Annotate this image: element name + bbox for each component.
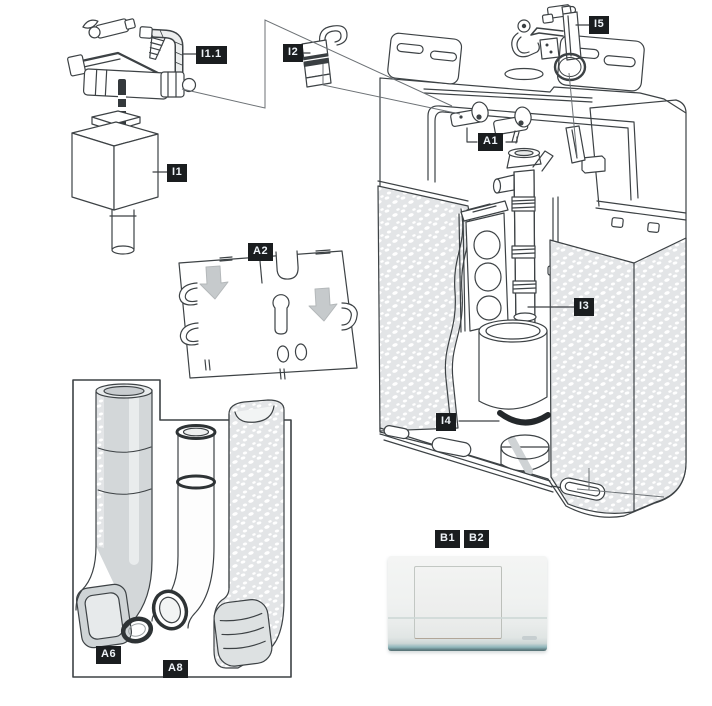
connector-lines — [181, 19, 665, 498]
part-label-a8: A8 — [163, 660, 189, 678]
part-label-i2: I2 — [283, 44, 304, 62]
part-label-i4: I4 — [436, 413, 457, 431]
label-leaders — [152, 24, 590, 422]
plate-logo-mark — [522, 636, 537, 640]
flush-plate-photo — [388, 556, 547, 651]
plate-shading-line — [388, 617, 547, 619]
part-label-b2: B2 — [464, 530, 490, 548]
tank-top-oval-hole — [504, 67, 544, 81]
flush-valve-illustration — [478, 147, 554, 475]
part-label-b1: B1 — [435, 530, 461, 548]
seal-ring — [120, 616, 154, 644]
part-label-i1: I1 — [167, 164, 188, 182]
hose-clip-illustration — [301, 25, 348, 88]
part-label-a1: A1 — [478, 133, 504, 151]
valve-seal — [497, 410, 551, 426]
group-frame — [72, 379, 292, 678]
part-label-i5: I5 — [589, 16, 610, 34]
flush-bend-set-illustration — [72, 379, 292, 678]
protection-plate-illustration — [178, 249, 358, 380]
part-label-a6: A6 — [96, 646, 122, 664]
part-label-a2: A2 — [248, 243, 274, 261]
cistern-tank-illustration — [377, 32, 687, 518]
part-label-i3: I3 — [574, 298, 595, 316]
flush-plate-button — [414, 566, 502, 639]
angle-valve-illustration — [511, 4, 587, 82]
fill-valve-illustration — [67, 18, 197, 255]
tank-mount-tab-left — [387, 32, 463, 85]
insulation-panel-right — [549, 237, 687, 514]
part-label-i1-1: I1.1 — [196, 46, 227, 64]
